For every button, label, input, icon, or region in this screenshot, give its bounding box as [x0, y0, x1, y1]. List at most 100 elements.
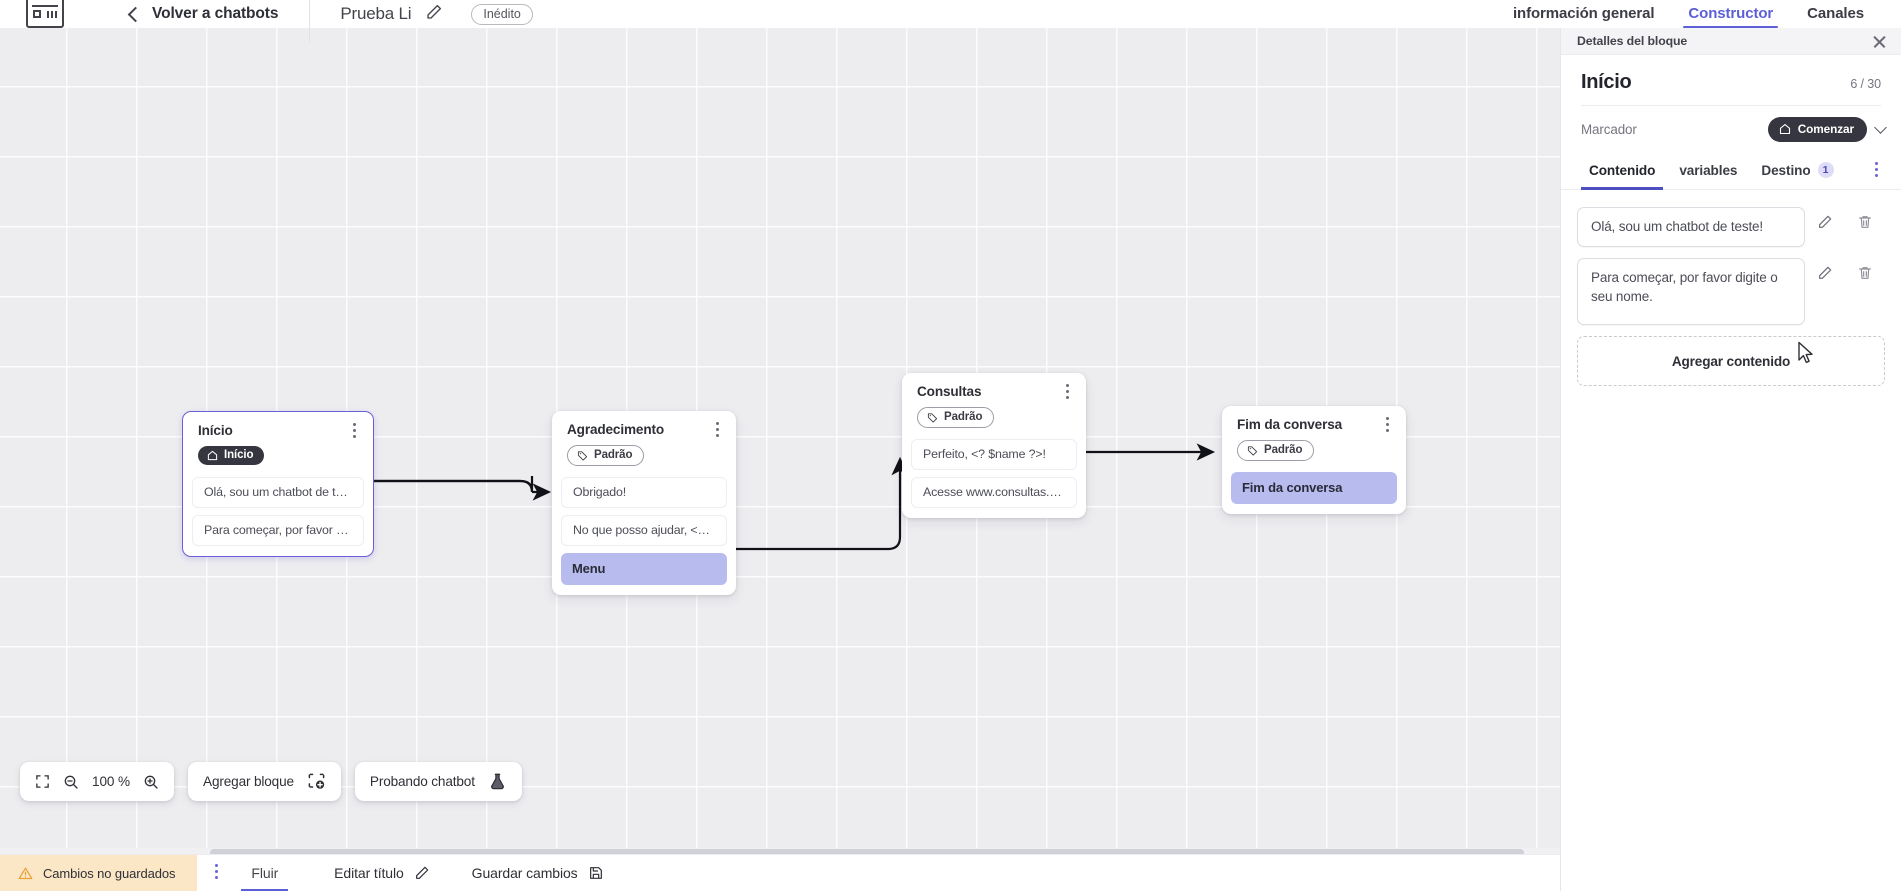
node-title: Agradecimento: [567, 422, 665, 437]
test-chatbot-button[interactable]: Probando chatbot: [354, 762, 522, 801]
tab-variables[interactable]: variables: [1667, 154, 1749, 189]
node-tag-start[interactable]: Início: [198, 446, 265, 465]
node-message[interactable]: Acesse www.consultas.com par...: [911, 477, 1077, 508]
chevron-down-icon[interactable]: [1874, 121, 1887, 134]
panel-content-list: Olá, sou um chatbot de teste! Para começ…: [1561, 190, 1901, 387]
chevron-left-icon: [127, 6, 144, 22]
flow-canvas[interactable]: Início Início Olá, sou um chatbot de tes…: [0, 28, 1560, 861]
tab-destino[interactable]: Destino 1: [1749, 153, 1845, 189]
marker-value-chip[interactable]: Comenzar: [1767, 117, 1867, 142]
node-tag-row: Padrão: [902, 399, 1086, 439]
node-message-menu[interactable]: Menu: [561, 553, 727, 585]
node-message[interactable]: Olá, sou um chatbot de teste!: [192, 476, 364, 508]
node-tag-label: Padrão: [1264, 444, 1303, 456]
tab-constructor[interactable]: Constructor: [1671, 5, 1790, 28]
node-message-end[interactable]: Fim da conversa: [1231, 472, 1397, 504]
node-tag-row: Padrão: [552, 437, 736, 477]
marker-label: Marcador: [1581, 122, 1637, 137]
delete-content-trash-icon[interactable]: [1845, 258, 1885, 281]
flow-node-agradecimento[interactable]: Agradecimento Padrão Obrigado! No que po…: [552, 411, 736, 595]
marker-controls: Comenzar: [1767, 117, 1887, 142]
node-title: Início: [198, 423, 233, 438]
content-item-text[interactable]: Para começar, por favor digite o seu nom…: [1577, 258, 1805, 326]
topbar-divider: [309, 0, 311, 42]
zoom-controls[interactable]: 100 %: [20, 762, 175, 801]
tab-fluir[interactable]: Fluir: [237, 855, 292, 891]
panel-tabs-more-button[interactable]: [1867, 158, 1885, 184]
edit-content-pencil-icon[interactable]: [1805, 258, 1845, 281]
node-header: Fim da conversa: [1222, 406, 1406, 432]
node-header: Consultas: [902, 373, 1086, 399]
add-block-icon: [307, 772, 326, 791]
node-header: Agradecimento: [552, 411, 736, 437]
node-message[interactable]: Para começar, por favor digite o ...: [192, 514, 364, 546]
add-block-button[interactable]: Agregar bloque: [188, 762, 341, 801]
tab-canales[interactable]: Canales: [1807, 5, 1864, 22]
back-to-chatbots-label: Volver a chatbots: [152, 5, 279, 22]
top-bar: Volver a chatbots Prueba Li Inédito info…: [0, 0, 1901, 42]
fit-screen-icon[interactable]: [35, 774, 50, 789]
tab-destino-badge: 1: [1817, 162, 1834, 178]
node-tag-default[interactable]: Padrão: [917, 407, 995, 428]
content-item-text[interactable]: Olá, sou um chatbot de teste!: [1577, 207, 1805, 248]
bottom-more-button[interactable]: [207, 864, 225, 882]
flow-node-fim-da-conversa[interactable]: Fim da conversa Padrão Fim da conversa: [1222, 406, 1406, 514]
save-changes-button[interactable]: Guardar cambios: [472, 865, 604, 881]
node-tag-default[interactable]: Padrão: [1237, 440, 1315, 461]
add-block-label: Agregar bloque: [203, 774, 294, 789]
edit-title-button[interactable]: Editar título: [334, 865, 430, 881]
home-icon: [207, 450, 218, 460]
panel-header: Detalles del bloque: [1561, 28, 1901, 55]
save-changes-label: Guardar cambios: [471, 865, 578, 881]
node-title: Fim da conversa: [1237, 417, 1343, 432]
pencil-icon: [414, 865, 430, 881]
node-message[interactable]: Obrigado!: [561, 477, 727, 508]
document-title: Prueba Li: [340, 4, 412, 23]
zoom-level: 100 %: [92, 774, 131, 789]
canvas-hscroll-thumb[interactable]: [210, 849, 1524, 857]
panel-tabs: Contenido variables Destino 1: [1561, 153, 1901, 190]
node-message[interactable]: No que posso ajudar, <? $name ...: [561, 515, 727, 546]
warning-icon: [18, 866, 33, 881]
unsaved-changes-label: Cambios no guardados: [43, 865, 176, 881]
panel-header-title: Detalles del bloque: [1577, 34, 1688, 48]
back-to-chatbots-button[interactable]: Volver a chatbots: [127, 5, 279, 23]
close-icon[interactable]: [1872, 34, 1887, 49]
node-menu-button[interactable]: [1379, 417, 1395, 435]
delete-content-trash-icon[interactable]: [1845, 207, 1885, 230]
status-badge: Inédito: [471, 3, 533, 25]
node-tag-label: Início: [224, 449, 254, 461]
tag-icon: [1247, 445, 1258, 456]
node-menu-button[interactable]: [346, 423, 362, 441]
logo-bars: [47, 11, 57, 18]
save-icon: [588, 865, 604, 881]
block-count: 6 / 30: [1850, 77, 1881, 91]
node-menu-button[interactable]: [709, 422, 725, 440]
add-content-button[interactable]: Agregar contenido: [1577, 336, 1885, 387]
tag-icon: [927, 412, 938, 423]
edit-title-label: Editar título: [334, 865, 404, 881]
node-menu-button[interactable]: [1059, 384, 1075, 402]
node-title: Consultas: [917, 384, 982, 399]
content-item: Para começar, por favor digite o seu nom…: [1577, 258, 1885, 326]
zoom-out-icon[interactable]: [63, 774, 79, 790]
block-details-panel: Detalles del bloque Início 6 / 30 Marcad…: [1560, 28, 1901, 891]
tab-contenido-label: Contenido: [1589, 162, 1656, 178]
flow-node-consultas[interactable]: Consultas Padrão Perfeito, <? $name ?>! …: [902, 373, 1086, 518]
node-messages: Fim da conversa: [1222, 472, 1406, 514]
flow-node-inicio[interactable]: Início Início Olá, sou um chatbot de tes…: [182, 411, 374, 557]
tab-contenido[interactable]: Contenido: [1577, 154, 1667, 190]
app-logo-icon[interactable]: [26, 0, 64, 28]
node-messages: Obrigado! No que posso ajudar, <? $name …: [552, 477, 736, 595]
zoom-in-icon[interactable]: [143, 774, 159, 790]
content-item: Olá, sou um chatbot de teste!: [1577, 207, 1885, 248]
test-chatbot-label: Probando chatbot: [369, 774, 475, 789]
tab-destino-label: Destino: [1761, 162, 1811, 178]
tab-informacion-general[interactable]: información general: [1512, 5, 1655, 22]
canvas-toolbar: 100 % Agregar bloque Probando chatbot: [20, 762, 522, 801]
node-message[interactable]: Perfeito, <? $name ?>!: [911, 439, 1077, 470]
node-tag-default[interactable]: Padrão: [567, 445, 645, 466]
edit-content-pencil-icon[interactable]: [1805, 207, 1845, 230]
edit-title-pencil-icon[interactable]: [425, 3, 443, 26]
